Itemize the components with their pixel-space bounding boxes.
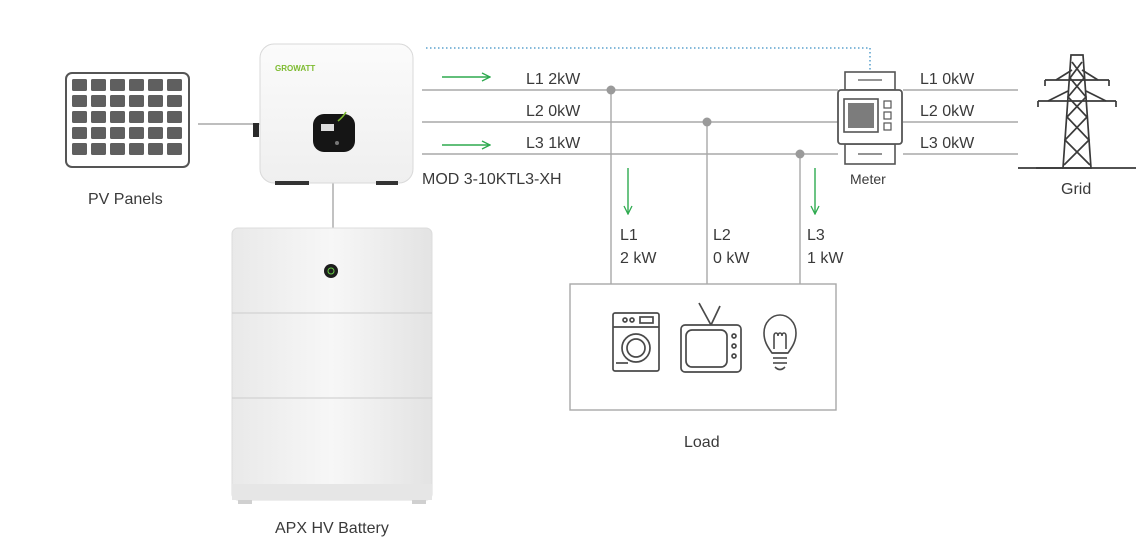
solar-cell xyxy=(91,79,106,91)
solar-cell xyxy=(167,143,182,155)
battery-indicator xyxy=(324,264,338,278)
pv-panels-label: PV Panels xyxy=(88,191,163,208)
load-label: Load xyxy=(684,434,720,451)
solar-cell xyxy=(110,95,125,107)
grid-label: Grid xyxy=(1061,181,1092,198)
solar-cell xyxy=(129,111,144,123)
solar-cell xyxy=(148,127,163,139)
grid-line-l1-label: L1 0kW xyxy=(920,71,975,88)
solar-cell xyxy=(129,143,144,155)
meter-device xyxy=(837,71,903,165)
solar-cell xyxy=(148,79,163,91)
battery-device xyxy=(231,227,433,504)
wiring xyxy=(198,89,1018,284)
load-box xyxy=(569,283,837,411)
solar-cell xyxy=(91,95,106,107)
solar-cell xyxy=(167,79,182,91)
flow-arrows xyxy=(442,77,815,214)
junction-dot-l1 xyxy=(606,85,616,95)
inverter-brand: GROWATT xyxy=(275,64,315,73)
solar-panel-icon xyxy=(65,72,190,168)
solar-cell xyxy=(110,111,125,123)
solar-cell xyxy=(72,79,87,91)
load-branch-l3-power: 1 kW xyxy=(807,250,844,267)
solar-cell xyxy=(110,127,125,139)
solar-cell xyxy=(148,111,163,123)
inverter-line-l2-label: L2 0kW xyxy=(526,103,581,120)
solar-cell xyxy=(72,143,87,155)
inverter-line-l1-label: L1 2kW xyxy=(526,71,581,88)
solar-cell xyxy=(91,127,106,139)
solar-cell xyxy=(148,95,163,107)
junction-dots xyxy=(606,85,805,159)
load-branch-l1-phase: L1 xyxy=(620,227,638,244)
solar-cell xyxy=(72,111,87,123)
load-branch-l2-power: 0 kW xyxy=(713,250,750,267)
solar-cell xyxy=(91,111,106,123)
inverter-line-l3-label: L3 1kW xyxy=(526,135,581,152)
solar-cell xyxy=(148,143,163,155)
solar-cell xyxy=(72,95,87,107)
solar-cell xyxy=(110,79,125,91)
television-icon xyxy=(680,302,742,373)
leaf-icon xyxy=(337,111,347,122)
light-bulb-icon xyxy=(763,314,797,371)
solar-cell xyxy=(72,127,87,139)
solar-cell xyxy=(110,143,125,155)
solar-cell xyxy=(129,79,144,91)
solar-cell xyxy=(129,95,144,107)
load-branch-l1-power: 2 kW xyxy=(620,250,657,267)
inverter-body xyxy=(259,43,414,184)
solar-cell xyxy=(167,95,182,107)
solar-cell xyxy=(167,127,182,139)
load-branch-l2-phase: L2 xyxy=(713,227,731,244)
transmission-tower-icon xyxy=(1018,54,1136,169)
junction-dot-l3 xyxy=(795,149,805,159)
solar-cell xyxy=(129,127,144,139)
battery-label: APX HV Battery xyxy=(275,520,389,537)
inverter-device: GROWATT xyxy=(253,43,414,185)
solar-cell xyxy=(91,143,106,155)
communication-dotted-line xyxy=(426,47,871,70)
grid-line-l3-label: L3 0kW xyxy=(920,135,975,152)
junction-dot-l2 xyxy=(702,117,712,127)
solar-cell xyxy=(167,111,182,123)
inverter-display xyxy=(313,114,355,152)
load-branch-l3-phase: L3 xyxy=(807,227,825,244)
meter-label: Meter xyxy=(850,171,886,187)
washing-machine-icon xyxy=(612,312,660,372)
inverter-model-label: MOD 3-10KTL3-XH xyxy=(422,171,562,188)
grid-line-l2-label: L2 0kW xyxy=(920,103,975,120)
